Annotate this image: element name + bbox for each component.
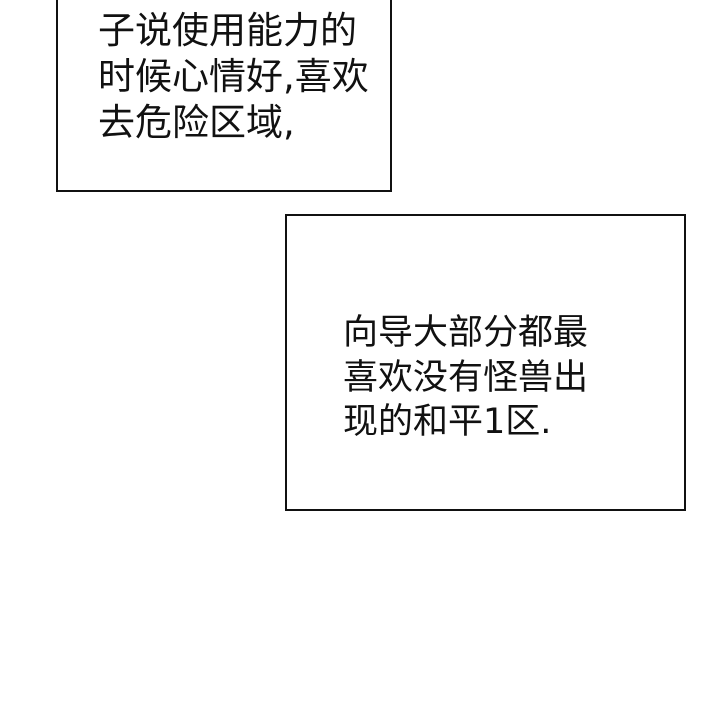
text-line: 喜欢没有怪兽出 (343, 358, 589, 398)
text-line: 子说使用能力的 (98, 9, 357, 52)
text-line: 现的和平1区. (343, 402, 552, 442)
text-line: 向导大部分都最 (343, 313, 589, 353)
text-line: 时候心情好,喜欢 (98, 55, 369, 98)
text-line: 去危险区域, (98, 101, 295, 144)
speech-box-2: 向导大部分都最 喜欢没有怪兽出 现的和平1区. (285, 214, 686, 511)
speech-box-1: 子说使用能力的 时候心情好,喜欢 去危险区域, (56, 0, 392, 192)
